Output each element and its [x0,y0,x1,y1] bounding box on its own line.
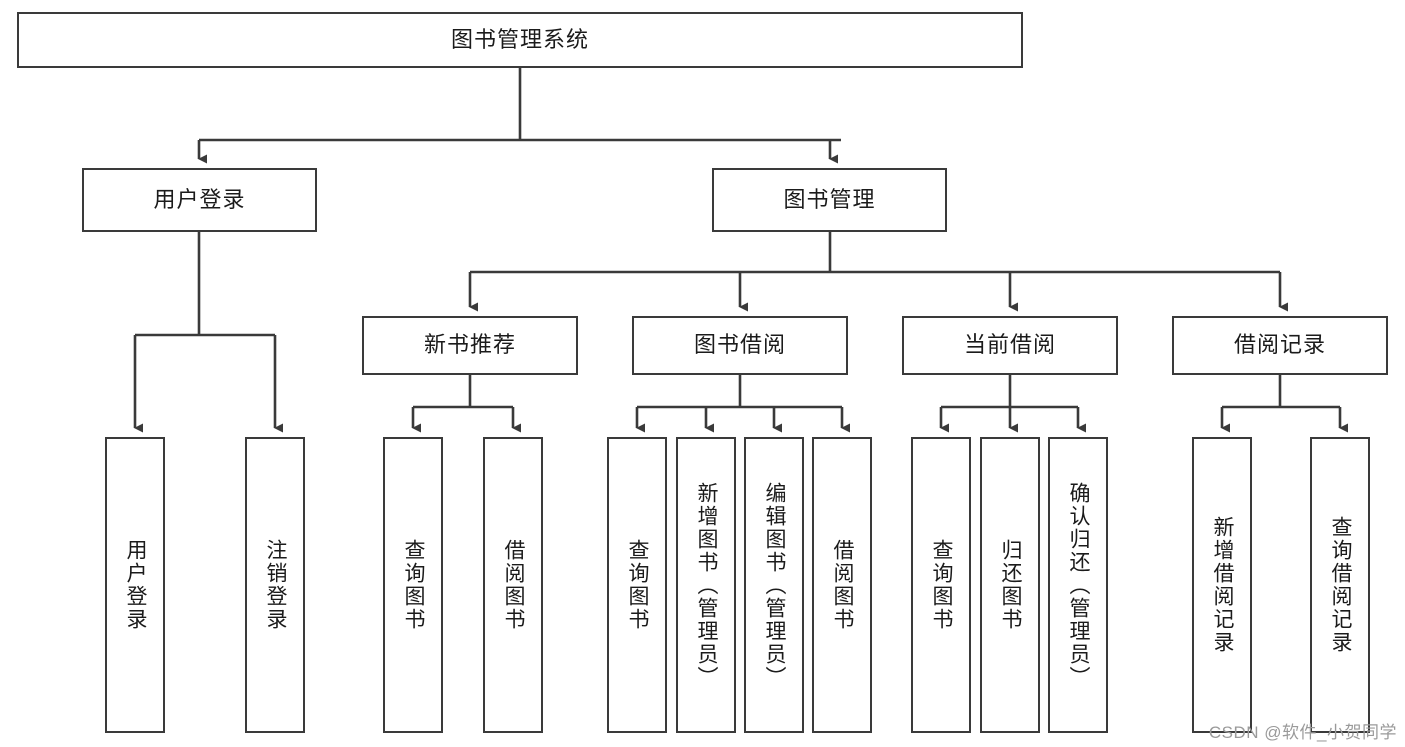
node-current-borrow[interactable]: 当前借阅 [902,316,1118,375]
node-leaf-confirm-return[interactable]: 确认归还（管理员） [1048,437,1108,733]
node-leaf-confirm-return-label: 确认归还（管理员） [1067,481,1091,689]
node-leaf-query-book-1[interactable]: 查询图书 [383,437,443,733]
node-borrow-record-label: 借阅记录 [1233,332,1326,358]
node-leaf-return-book-label: 归还图书 [999,539,1023,631]
node-leaf-query-record-label: 查询借阅记录 [1329,516,1353,654]
node-leaf-query-book-1-label: 查询图书 [402,539,426,631]
node-leaf-user-login[interactable]: 用户登录 [105,437,165,733]
node-root-system-label: 图书管理系统 [450,26,589,52]
node-leaf-user-login-label: 用户登录 [124,539,148,631]
node-leaf-edit-book[interactable]: 编辑图书（管理员） [744,437,804,733]
node-book-borrow-label: 图书借阅 [693,332,786,358]
node-leaf-add-book[interactable]: 新增图书（管理员） [676,437,736,733]
node-leaf-borrow-book-1[interactable]: 借阅图书 [483,437,543,733]
node-book-management[interactable]: 图书管理 [712,168,947,232]
node-user-login-label: 用户登录 [153,186,246,212]
node-leaf-query-book-3-label: 查询图书 [930,539,954,631]
node-borrow-record[interactable]: 借阅记录 [1172,316,1388,375]
node-leaf-query-book-3[interactable]: 查询图书 [911,437,971,733]
node-leaf-borrow-book-1-label: 借阅图书 [502,539,526,631]
node-leaf-edit-book-label: 编辑图书（管理员） [763,481,787,689]
node-leaf-add-record-label: 新增借阅记录 [1211,516,1235,654]
node-leaf-query-book-2[interactable]: 查询图书 [607,437,667,733]
node-leaf-borrow-book-2[interactable]: 借阅图书 [812,437,872,733]
node-new-book-recommend-label: 新书推荐 [423,332,516,358]
node-book-management-label: 图书管理 [783,186,876,212]
node-leaf-logout-login[interactable]: 注销登录 [245,437,305,733]
node-leaf-add-record[interactable]: 新增借阅记录 [1192,437,1252,733]
node-root-system[interactable]: 图书管理系统 [17,12,1023,68]
node-leaf-return-book[interactable]: 归还图书 [980,437,1040,733]
node-user-login[interactable]: 用户登录 [82,168,317,232]
node-current-borrow-label: 当前借阅 [963,332,1056,358]
node-leaf-borrow-book-2-label: 借阅图书 [831,539,855,631]
node-leaf-query-record[interactable]: 查询借阅记录 [1310,437,1370,733]
node-book-borrow[interactable]: 图书借阅 [632,316,848,375]
node-leaf-add-book-label: 新增图书（管理员） [695,481,719,689]
node-leaf-logout-login-label: 注销登录 [264,539,288,631]
node-new-book-recommend[interactable]: 新书推荐 [362,316,578,375]
node-leaf-query-book-2-label: 查询图书 [626,539,650,631]
csdn-watermark: CSDN @软件_小贺同学 [1208,723,1397,742]
